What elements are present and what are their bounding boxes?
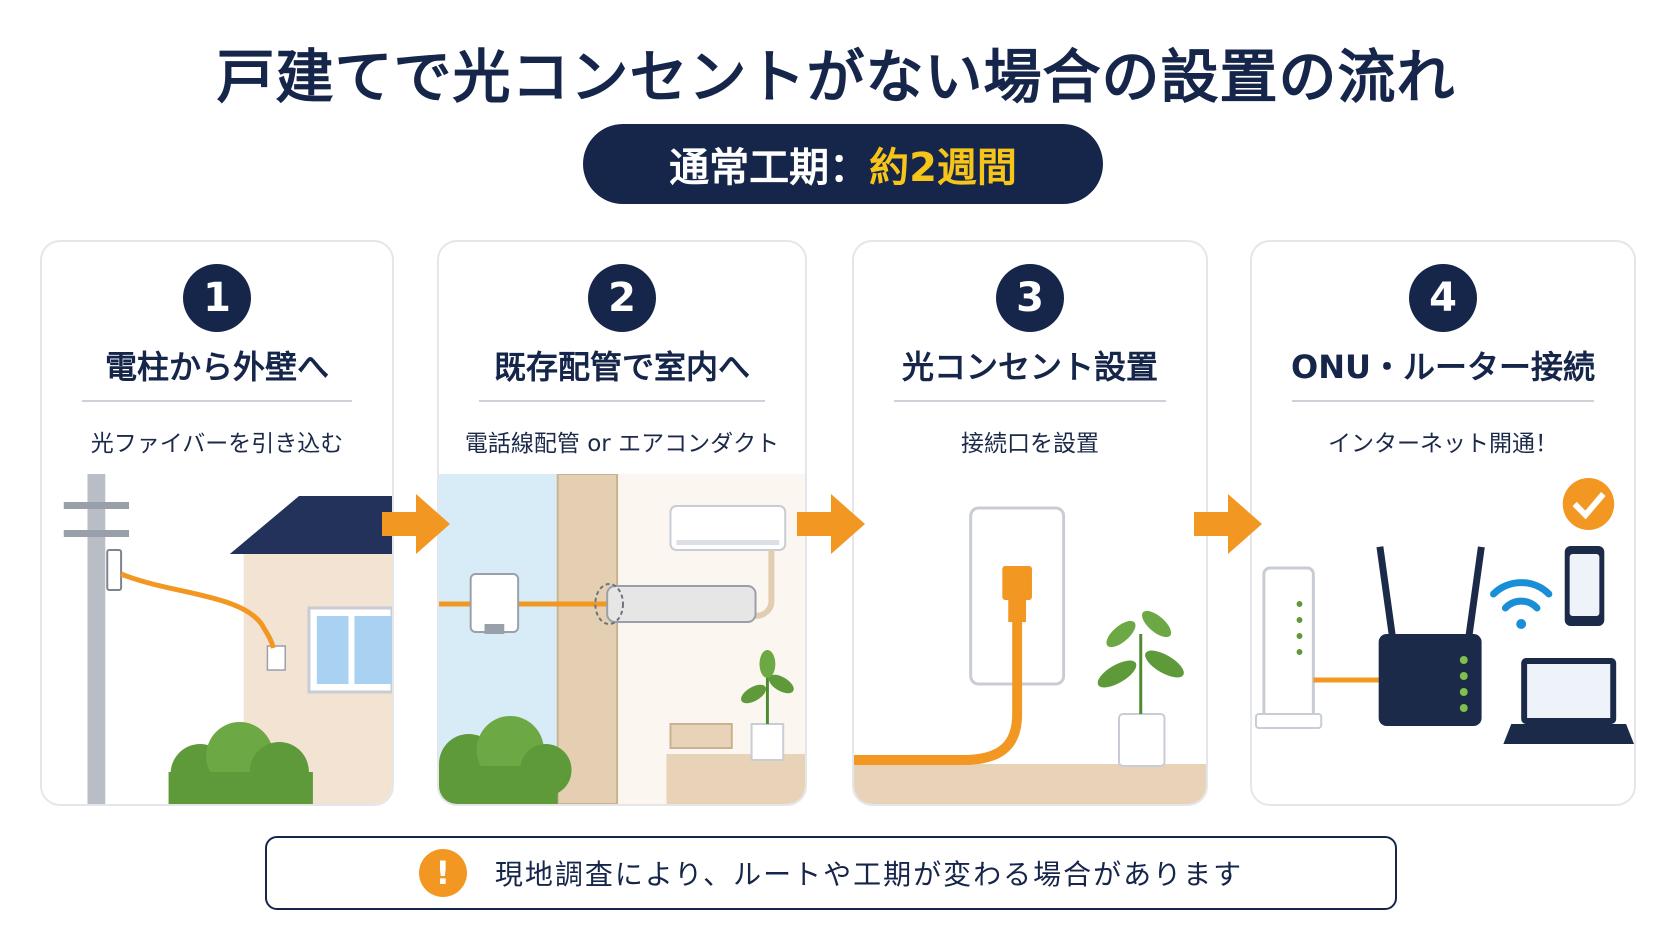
check-icon <box>1562 478 1615 530</box>
wall-box-icon <box>469 573 520 634</box>
wifi-icon <box>1490 579 1553 629</box>
page-title: 戸建てで光コンセントがない場合の設置の流れ <box>216 43 1456 111</box>
step-number-3: 3 <box>996 264 1064 332</box>
step-subtitle-3: 接続口を設置 <box>961 431 1099 457</box>
notice-box: ! 現地調査により、ルートや工期が変わる場合があります <box>265 836 1397 910</box>
step-divider-2 <box>479 400 765 402</box>
arrow-icon-1 <box>382 494 450 554</box>
plant-icon <box>741 650 794 761</box>
air-conditioner-icon <box>669 505 787 619</box>
utility-pole-icon <box>63 474 130 804</box>
step-subtitle-2: 電話線配管 or エアコンダクト <box>464 431 780 457</box>
step-card-1: 1 電柱から外壁へ 光ファイバーを引き込む <box>40 240 394 806</box>
bench-icon <box>669 723 733 749</box>
step-divider-4 <box>1292 400 1594 402</box>
step-number-1: 1 <box>183 264 251 332</box>
smartphone-icon <box>1564 546 1605 626</box>
period-badge: 通常工期： 約2週間 <box>583 124 1103 204</box>
step-number-4: 4 <box>1409 264 1477 332</box>
plant-icon <box>1097 610 1184 767</box>
step-subtitle-4: インターネット開通！ <box>1328 431 1558 457</box>
warning-icon: ! <box>418 849 467 897</box>
step-title-2: 既存配管で室内へ <box>493 348 750 386</box>
step-illustration-2 <box>439 474 805 804</box>
step-divider-1 <box>82 400 352 402</box>
step-number-2: 2 <box>588 264 656 332</box>
step-card-3: 3 光コンセント設置 接続口を設置 <box>852 240 1208 806</box>
wall-box-icon <box>266 645 286 671</box>
router-icon <box>1376 546 1485 726</box>
step-title-3: 光コンセント設置 <box>901 348 1158 386</box>
notice-text: 現地調査により、ルートや工期が変わる場合があります <box>494 858 1244 891</box>
period-label: 通常工期： <box>669 145 870 191</box>
laptop-icon <box>1503 658 1634 744</box>
bush-icon <box>439 716 572 804</box>
step-subtitle-1: 光ファイバーを引き込む <box>90 431 344 457</box>
step-divider-3 <box>894 400 1166 402</box>
step-card-4: 4 ONU・ルーター接続 インターネット開通！ <box>1250 240 1636 806</box>
period-value: 約2週間 <box>869 145 1017 191</box>
step-illustration-4 <box>1252 474 1634 804</box>
step-illustration-3 <box>854 474 1206 804</box>
duct-icon <box>594 583 757 625</box>
step-title-1: 電柱から外壁へ <box>104 348 329 386</box>
arrow-icon-3 <box>1194 494 1262 554</box>
step-title-4: ONU・ルーター接続 <box>1291 348 1595 386</box>
arrow-icon-2 <box>797 494 865 554</box>
step-illustration-1 <box>42 474 392 804</box>
bush-icon <box>168 722 313 804</box>
onu-icon <box>1254 566 1323 729</box>
step-card-2: 2 既存配管で室内へ 電話線配管 or エアコンダクト <box>437 240 807 806</box>
